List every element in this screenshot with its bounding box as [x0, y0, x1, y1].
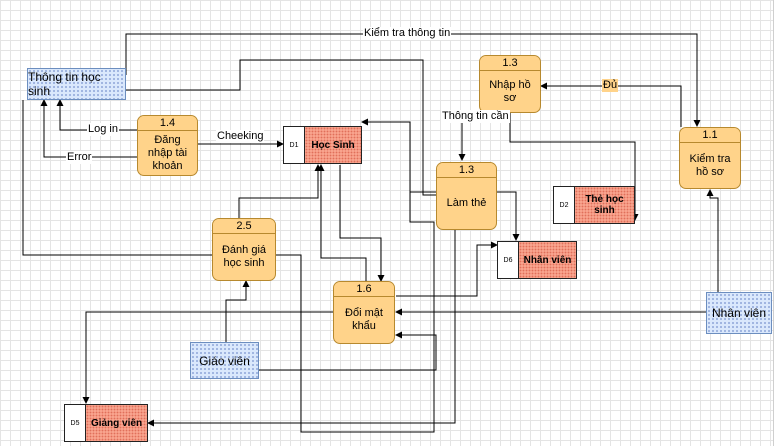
flow-label-checking: Cheeking: [216, 130, 265, 143]
process-import-profile[interactable]: 1.3 Nhập hồ sơ: [479, 55, 541, 113]
process-make-card-name: Làm thẻ: [446, 197, 487, 209]
store-students-id: D1: [284, 127, 305, 163]
flow-pw-to-staff: [396, 241, 498, 297]
flow-pw-to-students: [317, 164, 367, 281]
flow-label-error: Error: [66, 151, 93, 164]
store-lecturers-id: D5: [65, 405, 86, 441]
process-check-profile[interactable]: 1.1 Kiểm tra hồ sơ: [679, 127, 741, 189]
flow-label-login: Log in: [87, 123, 119, 136]
process-import-profile-id: 1.3: [480, 56, 540, 71]
store-lecturers[interactable]: D5 Giảng viên: [64, 404, 148, 442]
process-change-password-name: Đổi mật khẩu: [345, 307, 383, 332]
flow-label-info-needed: Thông tin cần: [441, 110, 510, 123]
entity-staff[interactable]: Nhân viên: [706, 292, 772, 334]
flow-pw-to-lecturers: [82, 311, 333, 404]
entity-student-info[interactable]: Thông tin học sinh: [27, 68, 126, 100]
flow-label-check-info: Kiểm tra thông tin: [363, 27, 452, 40]
store-student-card-id: D2: [554, 187, 575, 223]
store-lecturers-name: Giảng viên: [86, 405, 147, 441]
process-login-name: Đăng nhập tài khoản: [147, 133, 188, 172]
flow-makecard-to-staff: [497, 191, 520, 241]
flow-makecard-to-lecturers: [147, 230, 456, 427]
flow-enough: [540, 82, 682, 127]
process-evaluate-name: Đánh giá học sinh: [221, 244, 267, 269]
process-evaluate[interactable]: 2.5 Đánh giá học sinh: [212, 218, 276, 281]
process-evaluate-id: 2.5: [213, 219, 275, 234]
store-student-card[interactable]: D2 Thẻ học sinh: [553, 186, 635, 224]
process-login[interactable]: 1.4 Đăng nhập tài khoản: [137, 115, 198, 176]
flow-label-enough: Đủ: [602, 79, 619, 92]
store-students-name: Học Sinh: [305, 127, 361, 163]
entity-teacher-label: Giáo viên: [199, 353, 250, 368]
entity-student-info-label: Thông tin học sinh: [28, 70, 101, 98]
flow-teacher-to-evaluate: [225, 280, 250, 343]
flow-info-to-card: [126, 59, 436, 196]
flow-profile-to-card: [509, 113, 639, 221]
store-staff[interactable]: D6 Nhân viên: [497, 241, 577, 279]
process-make-card-id: 1.3: [437, 163, 496, 178]
flow-teacher-to-pw: [259, 331, 437, 371]
entity-staff-label: Nhân viên: [711, 306, 767, 320]
process-import-profile-name: Nhập hồ sơ: [489, 78, 531, 104]
process-check-profile-name: Kiểm tra hồ sơ: [689, 152, 731, 178]
entity-teacher[interactable]: Giáo viên: [190, 342, 259, 379]
store-student-card-name: Thẻ học sinh: [575, 187, 634, 223]
flow-evaluate-to-students: [238, 164, 322, 218]
process-check-profile-id: 1.1: [680, 128, 740, 143]
flow-info-to-pw: [22, 100, 435, 433]
process-login-id: 1.4: [138, 116, 197, 131]
flow-students-to-pw: [339, 165, 385, 282]
store-staff-name: Nhân viên: [519, 242, 576, 278]
flow-error: [40, 99, 137, 158]
process-change-password[interactable]: 1.6 Đổi mật khẩu: [333, 281, 395, 344]
store-staff-id: D6: [498, 242, 519, 278]
process-make-card[interactable]: 1.3 Làm thẻ: [436, 162, 497, 230]
flow-staff-to-check: [706, 189, 719, 292]
store-students[interactable]: D1 Học Sinh: [283, 126, 362, 164]
process-change-password-id: 1.6: [334, 282, 394, 297]
flow-makecard-to-students: [361, 118, 436, 193]
